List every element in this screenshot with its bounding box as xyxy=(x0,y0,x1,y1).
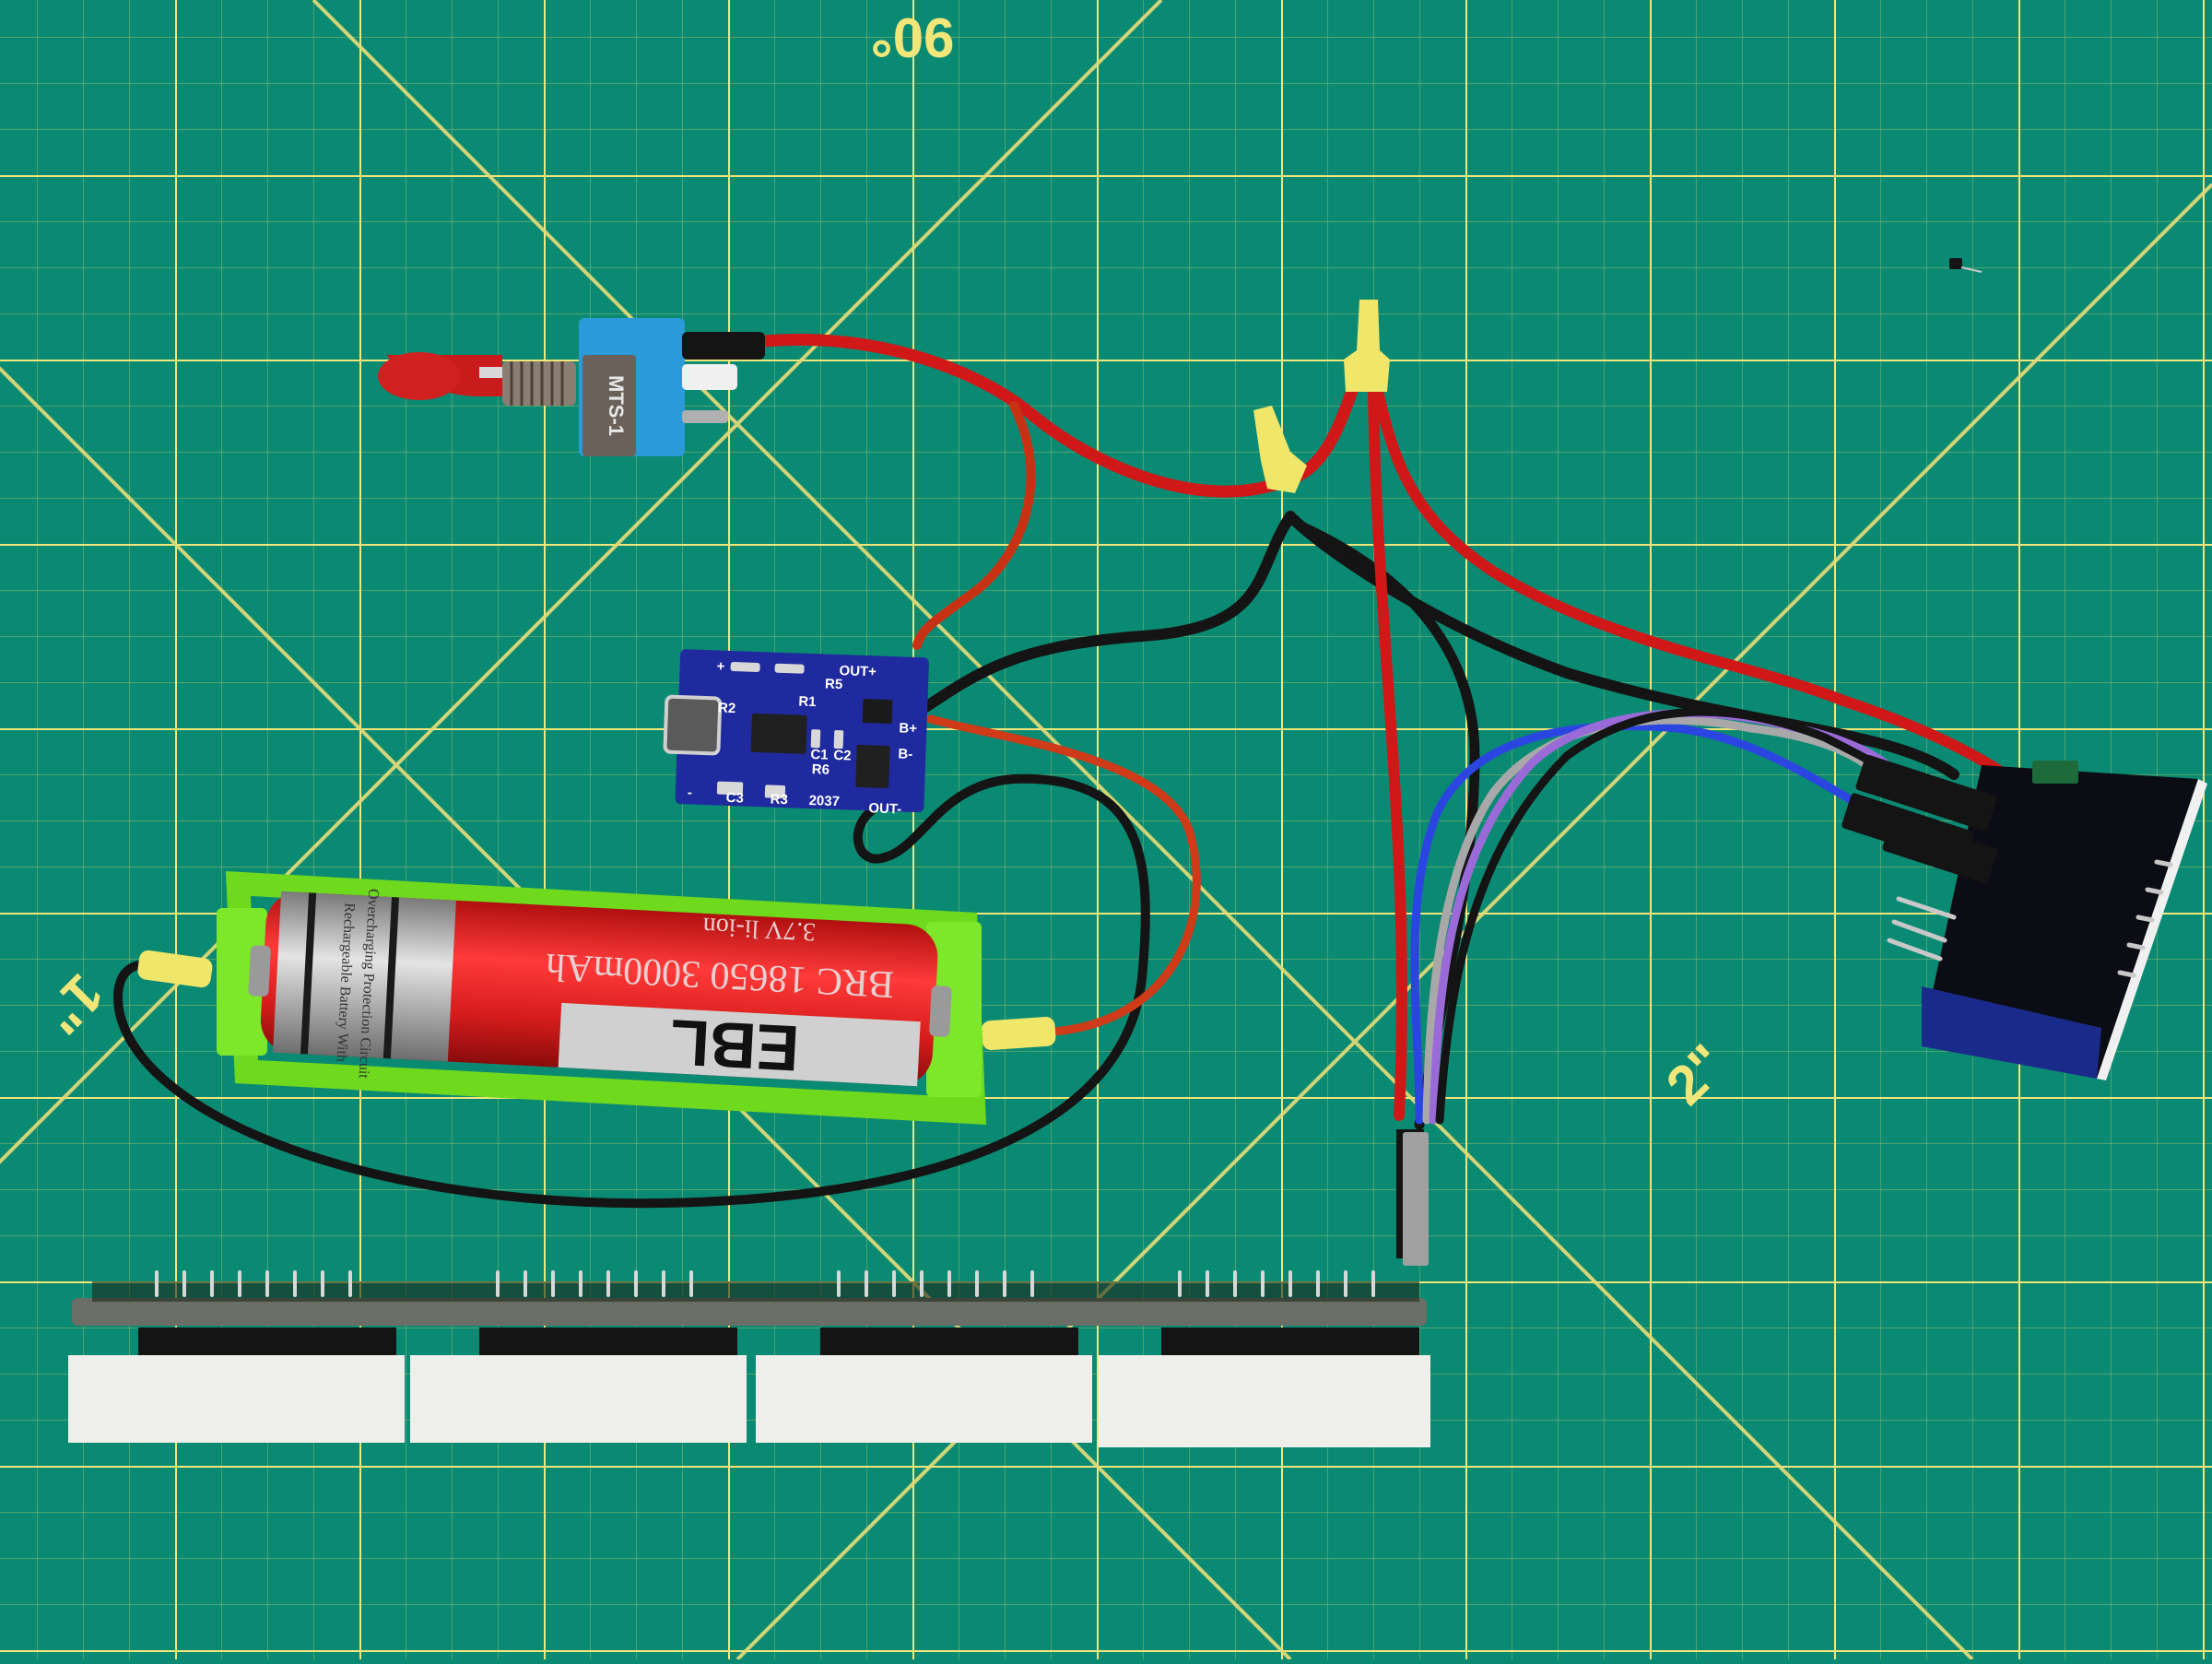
led-module-diffuser xyxy=(756,1355,1092,1443)
charger-label-b-plus: B+ xyxy=(899,720,917,737)
charger-label-minus: - xyxy=(688,785,693,800)
heatshrink-top xyxy=(1344,300,1390,392)
led-matrix xyxy=(68,1270,1430,1447)
charger-label-r3: R3 xyxy=(770,792,788,808)
led-module-4 xyxy=(1099,1328,1430,1447)
toggle-switch: MTS-1 xyxy=(378,318,765,456)
led-module-2 xyxy=(410,1328,747,1443)
charger-label-c3: C3 xyxy=(725,790,744,807)
charger-label-r5: R5 xyxy=(825,677,843,693)
charger-label-out-minus: OUT- xyxy=(868,800,901,817)
charger-label-r2: R2 xyxy=(718,701,736,717)
led-module-diffuser xyxy=(410,1355,747,1443)
charger-label-out-plus: OUT+ xyxy=(839,663,877,679)
battery-brand-panel xyxy=(558,1002,921,1087)
charger-label-code: 2037 xyxy=(808,793,840,809)
heatshrink-batt-neg xyxy=(137,950,213,988)
charger-label-b-minus: B- xyxy=(898,746,912,762)
toggle-threaded-bushing xyxy=(502,361,576,406)
heatshrink-mid xyxy=(1253,406,1307,493)
led-module-diffuser xyxy=(68,1355,405,1443)
heatshrink-batt-pos xyxy=(981,1016,1056,1051)
led-matrix-pcb-edge xyxy=(72,1298,1427,1326)
charger-label-r1: R1 xyxy=(798,694,817,711)
charger-label-c1: C1 xyxy=(810,747,829,763)
battery: EBL BRC 18650 3000mAh 3.7V li-ion Rechar… xyxy=(248,889,952,1087)
led-module-1 xyxy=(68,1328,405,1443)
charger-label-c2: C2 xyxy=(833,748,852,764)
mat-label-90: 90° xyxy=(871,6,955,68)
led-matrix-pins xyxy=(155,1270,1375,1297)
controller-module xyxy=(1841,754,2207,1080)
charger-board: + OUT+ R2 R1 R5 C1 C2 R6 B+ B- C3 R3 203… xyxy=(663,649,929,818)
battery-brand: EBL xyxy=(668,1006,801,1084)
battery-silver-band xyxy=(273,891,456,1062)
toggle-switch-label: MTS-1 xyxy=(605,375,628,436)
controller-pcb xyxy=(1922,765,2198,1079)
dupont-connector xyxy=(1396,1129,1429,1266)
heatshrink-tubes xyxy=(137,300,1390,1051)
charger-label-r6: R6 xyxy=(812,761,830,778)
toggle-lever-cap xyxy=(378,352,461,400)
toggle-switch-plate xyxy=(582,355,636,456)
led-module-diffuser xyxy=(1099,1355,1430,1447)
led-module-3 xyxy=(756,1328,1092,1443)
battery-spec: 3.7V li-ion xyxy=(702,912,817,946)
micro-usb-port xyxy=(663,694,723,756)
charger-label-plus: + xyxy=(716,658,725,674)
led-matrix-modules xyxy=(68,1328,1430,1447)
charger-ic xyxy=(750,713,807,754)
stray-component xyxy=(1949,258,1983,273)
